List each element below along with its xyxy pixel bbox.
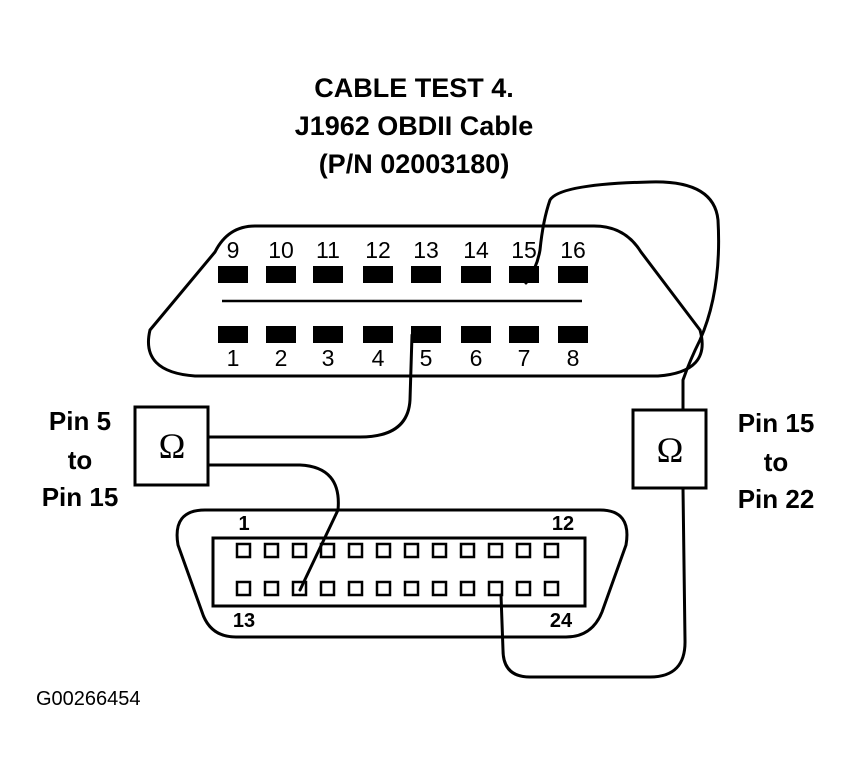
meter-left-ohm-symbol: Ω	[159, 426, 186, 466]
obd-pin-5	[411, 326, 441, 343]
obd-pin-label-2: 2	[275, 345, 288, 371]
db25-socket-20	[431, 580, 448, 597]
obd-pin-6	[461, 326, 491, 343]
meter-left-box	[133, 405, 210, 487]
obd-pin-2	[266, 326, 296, 343]
db25-socket-4	[319, 542, 336, 559]
db25-connector-outline	[175, 508, 629, 639]
meter-right-caption-3: Pin 22	[738, 484, 815, 514]
db25-label-12: 12	[552, 513, 574, 535]
title-line-2: J1962 OBDII Cable	[295, 111, 534, 141]
db25-socket-8	[431, 542, 448, 559]
db25-socket-3	[291, 542, 308, 559]
obd-pin-11	[313, 266, 343, 283]
db25-socket-2	[263, 542, 280, 559]
obd-pin-label-6: 6	[470, 345, 483, 371]
obd-pin-label-8: 8	[567, 345, 580, 371]
db25-socket-18	[375, 580, 392, 597]
db25-socket-14	[263, 580, 280, 597]
obd-pin-9	[218, 266, 248, 283]
db25-socket-1	[235, 542, 252, 559]
db25-socket-11	[515, 542, 532, 559]
obd-pin-12	[363, 266, 393, 283]
title-line-1: CABLE TEST 4.	[314, 73, 514, 103]
obd-pin-label-16: 16	[560, 237, 586, 263]
db25-socket-10	[487, 542, 504, 559]
obd-pin-label-14: 14	[463, 237, 489, 263]
obd-pin-label-7: 7	[518, 345, 531, 371]
meter-left-caption-3: Pin 15	[42, 482, 119, 512]
obd-pin-8	[558, 326, 588, 343]
db25-socket-23	[515, 580, 532, 597]
db25-top-row	[235, 542, 560, 559]
db25-socket-17	[347, 580, 364, 597]
db25-socket-24	[543, 580, 560, 597]
obd-pin-label-1: 1	[227, 345, 240, 371]
db25-socket-13	[235, 580, 252, 597]
wire-right-meter-to-db25-pin-22	[499, 486, 687, 679]
obd-pin-label-4: 4	[372, 345, 385, 371]
wire-left-meter-to-db25-pin-15	[206, 463, 340, 592]
meter-right-caption-2: to	[764, 447, 789, 477]
db25-socket-16	[319, 580, 336, 597]
obd-pin-label-5: 5	[420, 345, 433, 371]
obd-pin-7	[509, 326, 539, 343]
db25-socket-21	[459, 580, 476, 597]
obd-pin-3	[313, 326, 343, 343]
db25-label-13: 13	[233, 610, 255, 632]
wire-right-meter-to-obd-pin-15	[524, 180, 721, 412]
obd-pin-13	[411, 266, 441, 283]
meter-right-ohm-symbol: Ω	[657, 430, 684, 470]
meter-right-box	[631, 408, 708, 490]
obd-top-row: 9 10 11 12 13 14 15 16	[218, 237, 588, 283]
obd-pin-1	[218, 326, 248, 343]
db25-socket-7	[403, 542, 420, 559]
obd-pin-14	[461, 266, 491, 283]
db25-inner-frame	[211, 536, 587, 608]
db25-label-1: 1	[238, 513, 249, 535]
obd-pin-15	[509, 266, 539, 283]
db25-socket-22	[487, 580, 504, 597]
db25-socket-9	[459, 542, 476, 559]
db25-socket-19	[403, 580, 420, 597]
obd-pin-10	[266, 266, 296, 283]
figure-id: G00266454	[36, 688, 141, 710]
obd-bottom-row: 1 2 3 4 5 6 7 8	[218, 326, 588, 371]
obd-connector-outline	[147, 224, 704, 378]
obd-pin-4	[363, 326, 393, 343]
obd-pin-label-10: 10	[268, 237, 294, 263]
obd-pin-label-13: 13	[413, 237, 439, 263]
obd-pin-16	[558, 266, 588, 283]
db25-socket-5	[347, 542, 364, 559]
wire-left-meter-to-obd-pin-5	[206, 333, 414, 439]
meter-left-caption-1: Pin 5	[49, 406, 111, 436]
meter-right-caption-1: Pin 15	[738, 408, 815, 438]
db25-socket-12	[543, 542, 560, 559]
db25-bottom-row	[235, 580, 560, 597]
obd-pin-label-3: 3	[322, 345, 335, 371]
obd-pin-label-15: 15	[511, 237, 537, 263]
obd-pin-label-9: 9	[227, 237, 240, 263]
db25-label-24: 24	[550, 610, 573, 632]
title-line-3: (P/N 02003180)	[319, 149, 510, 179]
meter-left-caption-2: to	[68, 445, 93, 475]
obd-pin-label-11: 11	[316, 237, 340, 263]
db25-socket-6	[375, 542, 392, 559]
obd-pin-label-12: 12	[365, 237, 391, 263]
